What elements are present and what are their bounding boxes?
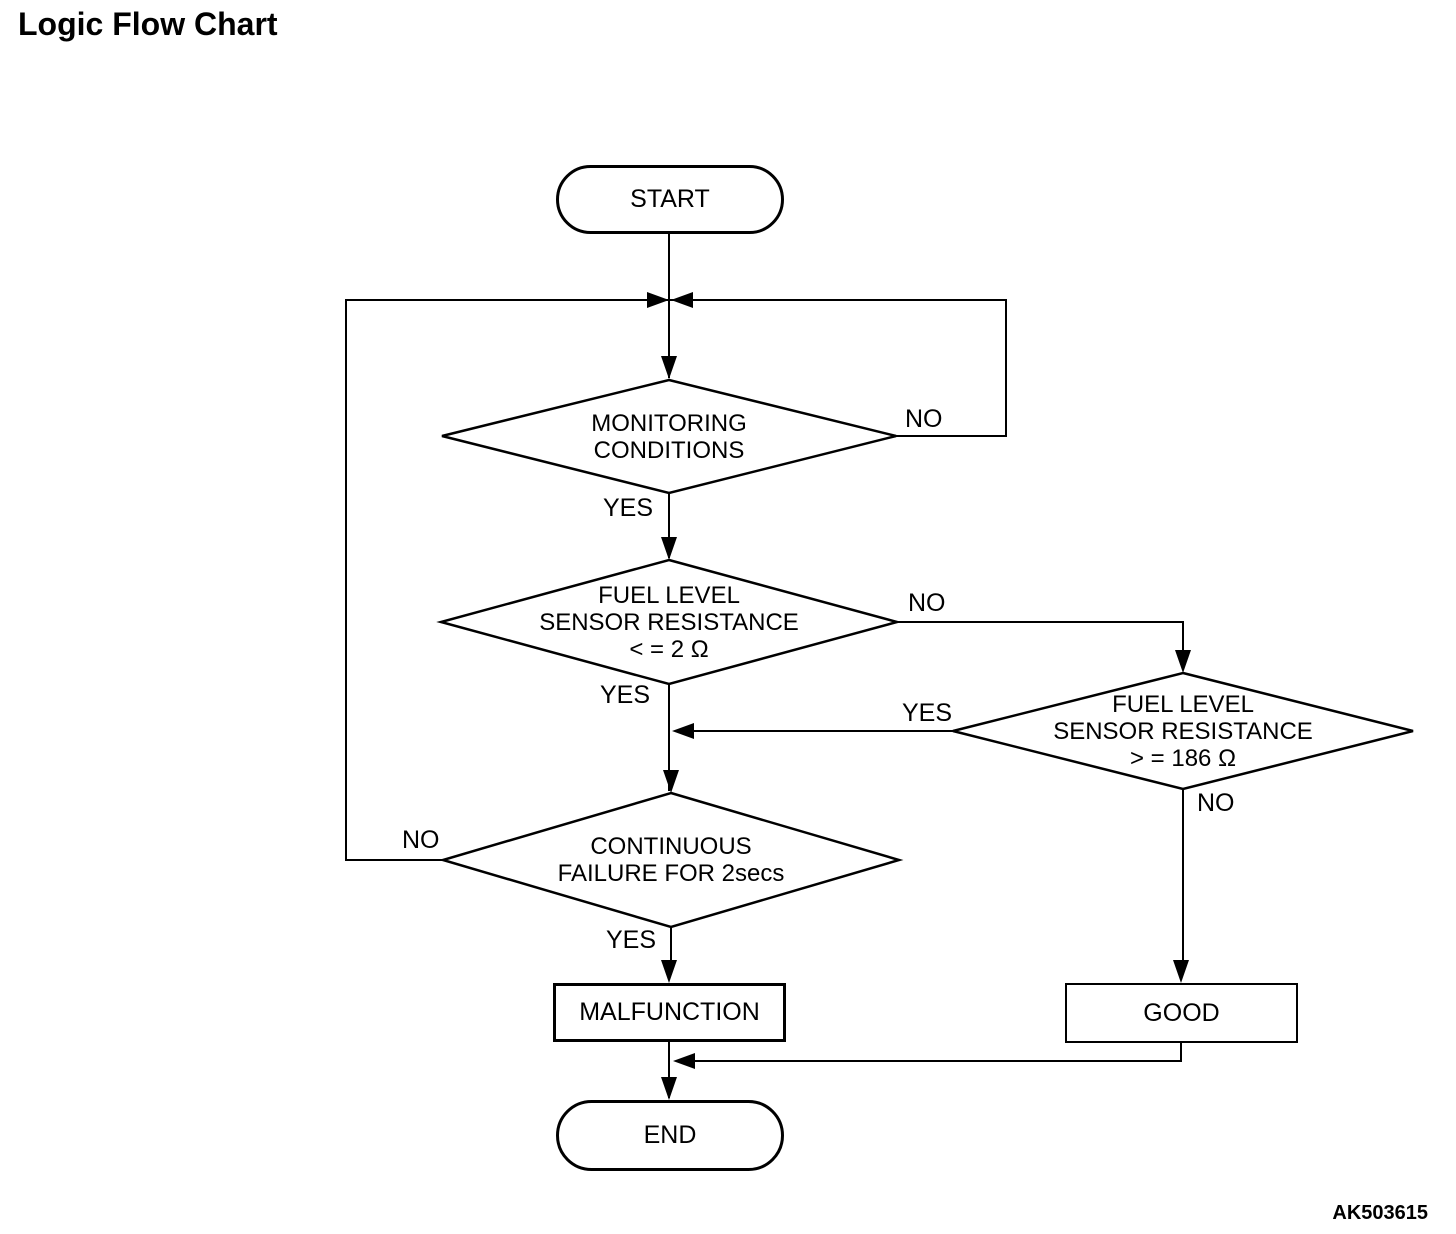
page-title: Logic Flow Chart (18, 6, 278, 42)
edge-label-continuous-yes: YES (606, 926, 657, 954)
arrow-fuel-high-yes-merge-icon (672, 723, 694, 739)
fuel-level-high-diamond (952, 671, 1414, 791)
good-label: GOOD (1143, 998, 1220, 1027)
junction-arrow-right-icon (671, 292, 693, 308)
arrow-into-good-icon (1173, 960, 1189, 983)
edge-label-continuous-no: NO (402, 826, 440, 854)
start-node: START (556, 165, 784, 234)
monitoring-conditions-label: MONITORING CONDITIONS (591, 410, 747, 464)
start-label: START (630, 185, 710, 213)
edge-fuel-low-no (897, 621, 1184, 650)
arrow-good-merge-icon (673, 1053, 695, 1069)
malfunction-label: MALFUNCTION (579, 998, 760, 1026)
arrow-into-continuous-icon (663, 770, 679, 793)
continuous-failure-diamond (438, 791, 904, 929)
edge-good-to-end (677, 1042, 1182, 1062)
arrow-into-malfunction-icon (661, 960, 677, 983)
fuel-level-low-label: FUEL LEVEL SENSOR RESISTANCE < = 2 Ω (539, 582, 799, 663)
arrow-into-fuel-low-icon (661, 537, 677, 560)
good-node: GOOD (1065, 983, 1298, 1043)
monitoring-conditions-diamond (441, 378, 897, 495)
edge-label-fuel-low-no: NO (908, 589, 946, 617)
fuel-level-low-diamond (436, 558, 902, 686)
edge-label-fuel-low-yes: YES (600, 681, 651, 709)
fuel-level-high-label: FUEL LEVEL SENSOR RESISTANCE > = 186 Ω (1053, 691, 1313, 772)
end-node: END (556, 1100, 784, 1171)
figure-code: AK503615 (1332, 1202, 1428, 1224)
malfunction-node: MALFUNCTION (553, 983, 786, 1042)
arrow-into-fuel-high-icon (1175, 650, 1191, 673)
edge-label-fuel-high-yes: YES (902, 699, 953, 727)
arrow-into-end-icon (661, 1077, 677, 1100)
junction-arrow-left-icon (647, 292, 669, 308)
edge-label-monitoring-yes: YES (603, 494, 654, 522)
edge-label-fuel-high-no: NO (1197, 789, 1235, 817)
continuous-failure-label: CONTINUOUS FAILURE FOR 2secs (557, 833, 785, 887)
arrow-into-monitoring-icon (661, 356, 677, 379)
edge-label-monitoring-no: NO (905, 405, 943, 433)
end-label: END (643, 1121, 697, 1149)
